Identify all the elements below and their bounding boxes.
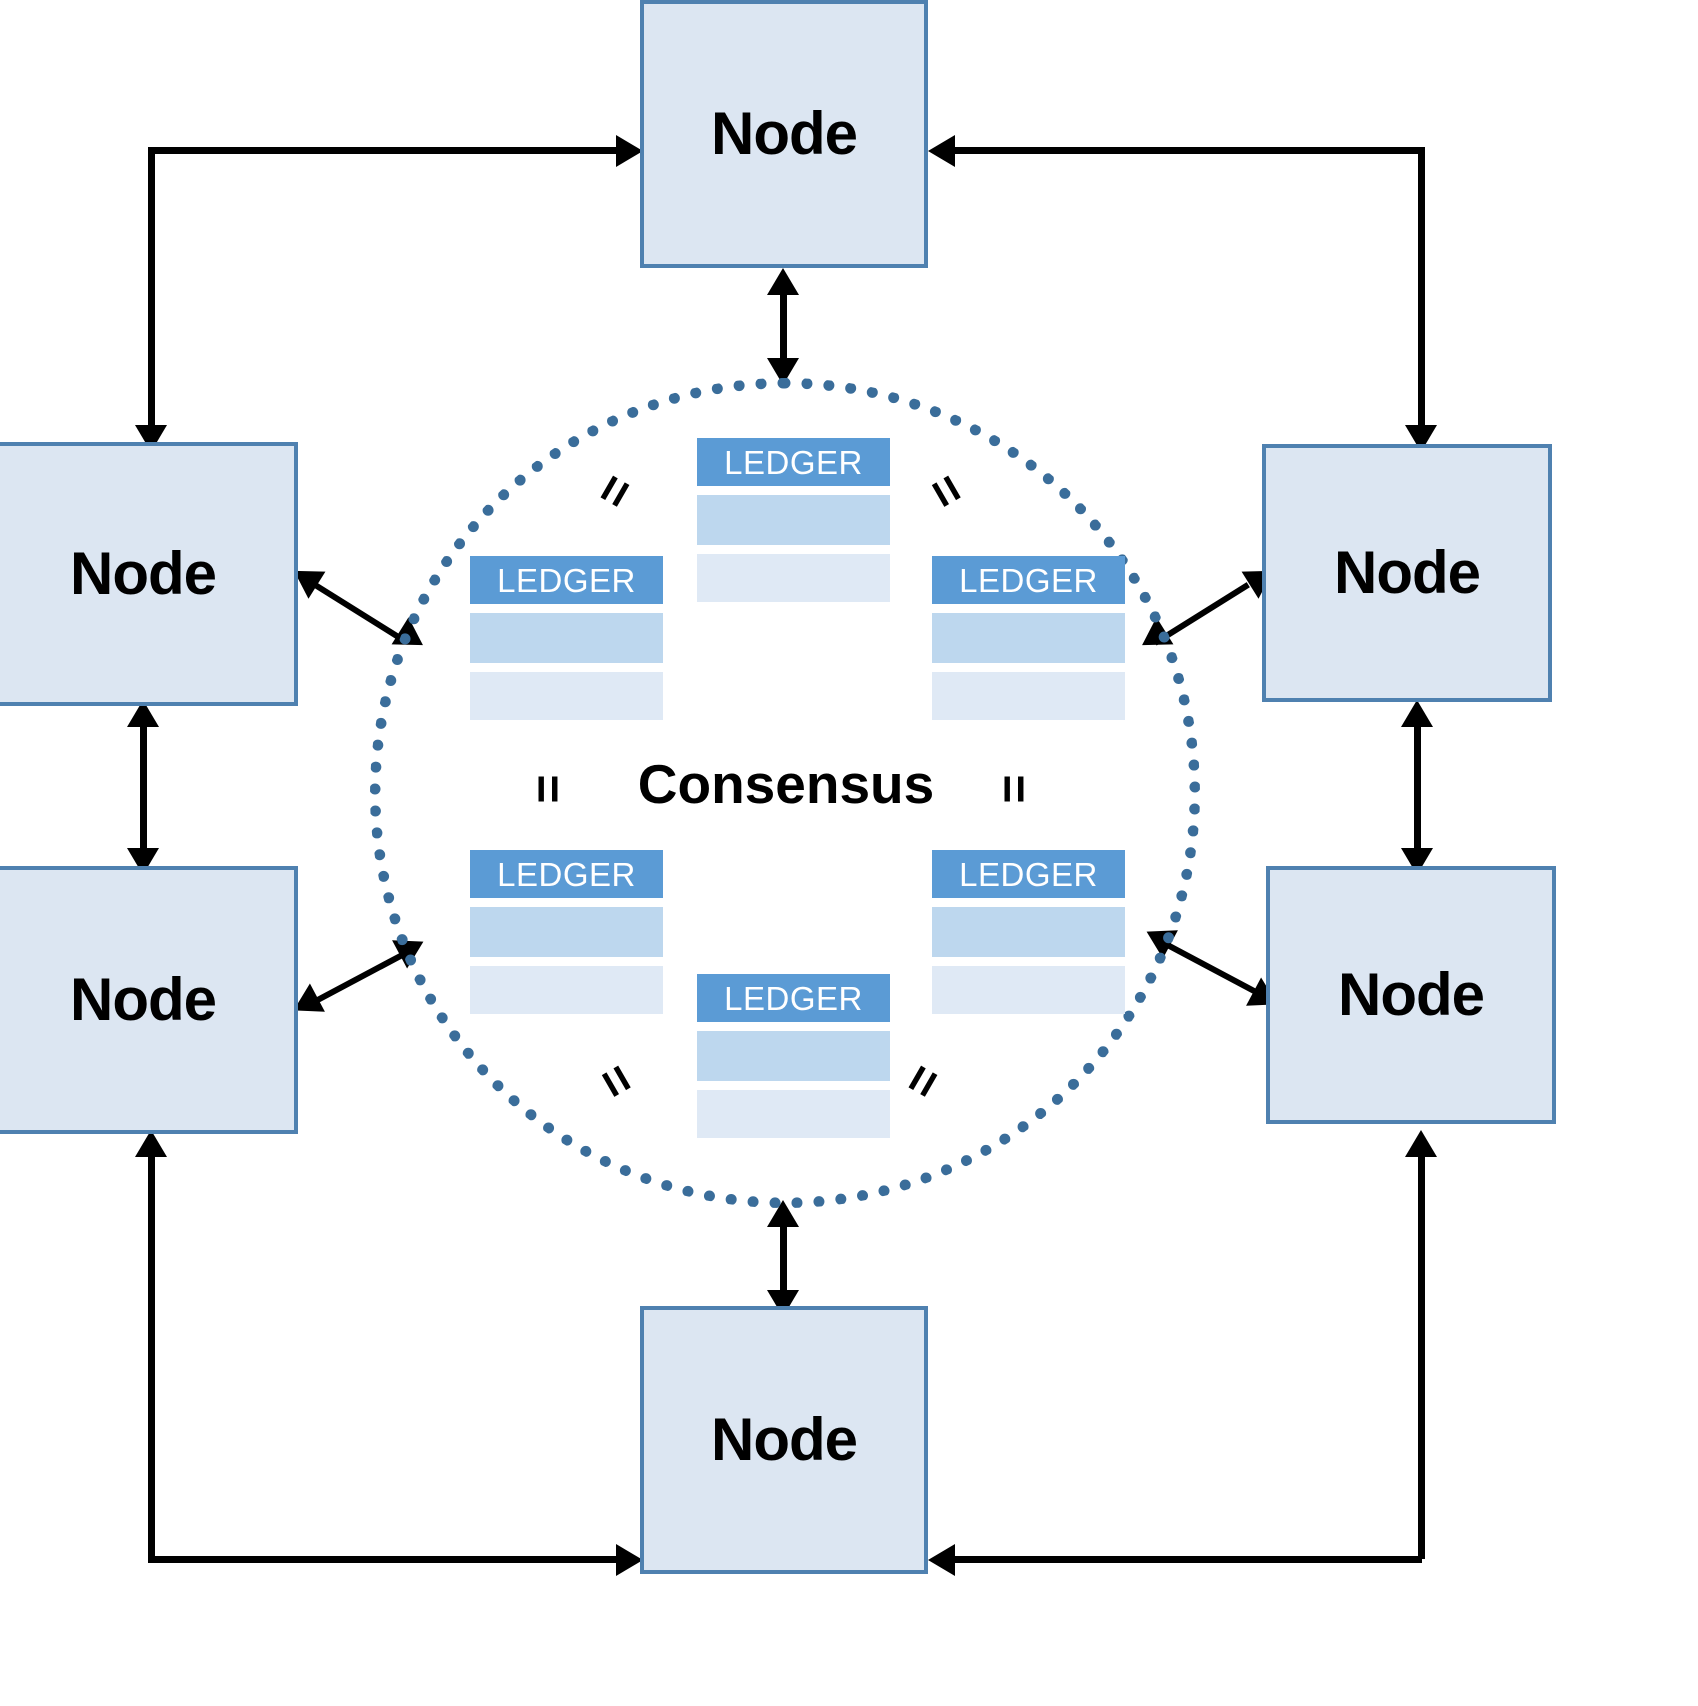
arrow-top-center-line [780,290,787,380]
ledger-row-dark [697,1031,890,1081]
arrowhead-into-right-lower-node [1405,1130,1437,1157]
ledger-right-lower: LEDGER [932,850,1125,1014]
node-label: Node [711,100,858,167]
node-top[interactable]: Node [640,0,928,268]
arrow-right-to-bottom-horizontal [950,1556,1422,1563]
ledger-row-light [470,966,663,1014]
ledger-left-upper: LEDGER [470,556,663,720]
node-label: Node [711,1406,858,1473]
arrowhead-right-up [1401,700,1433,727]
node-left-upper[interactable]: Node [0,442,298,706]
ledger-right-upper: LEDGER [932,556,1125,720]
ledger-row-light [697,554,890,602]
arrow-right-to-top-vertical [1418,147,1425,450]
arrowhead-into-bottom-node-left [616,1544,643,1576]
node-right-upper[interactable]: Node [1262,444,1552,702]
arrowhead-into-bottom-node-right [928,1544,955,1576]
ledger-row-dark [932,907,1125,957]
ledger-header-label: LEDGER [470,850,663,898]
ledger-header-label: LEDGER [932,850,1125,898]
arrowhead-into-top-node-left [616,135,643,167]
arrow-left-lower-diagonal [310,948,411,1006]
ledger-left-lower: LEDGER [470,850,663,1014]
arrow-left-to-bottom-horizontal [148,1556,628,1563]
consensus-label: Consensus [637,753,935,815]
arrow-left-upper-diagonal [310,580,407,644]
ledger-header-label: LEDGER [697,974,890,1022]
arrow-right-to-bottom-vertical [1418,1140,1425,1559]
node-right-lower[interactable]: Node [1266,866,1556,1124]
node-label: Node [70,540,217,607]
ledger-row-light [932,672,1125,720]
equals-mark-mid-left: = [520,774,577,804]
ledger-row-dark [697,495,890,545]
arrowhead-top-center-up [767,268,799,295]
arrowhead-into-top-node-right [928,135,955,167]
arrow-right-to-top-horizontal [950,147,1422,154]
ledger-row-dark [470,613,663,663]
ledger-row-light [932,966,1125,1014]
arrow-right-lower-diagonal [1158,938,1259,996]
ledger-row-dark [470,907,663,957]
ledger-bottom: LEDGER [697,974,890,1138]
ledger-header-label: LEDGER [697,438,890,486]
node-left-lower[interactable]: Node [0,866,298,1134]
node-label: Node [1334,539,1481,606]
ledger-row-light [470,672,663,720]
arrow-left-to-top-horizontal [148,147,628,154]
ledger-header-label: LEDGER [932,556,1125,604]
node-bottom[interactable]: Node [640,1306,928,1574]
consensus-boundary-circle [370,378,1200,1208]
node-label: Node [1338,961,1485,1028]
arrow-left-vertical [140,720,147,870]
ledger-header-label: LEDGER [470,556,663,604]
arrow-left-to-top-vertical [148,150,155,450]
ledger-row-dark [932,613,1125,663]
ledger-row-light [697,1090,890,1138]
arrow-right-vertical [1414,720,1421,870]
ledger-top: LEDGER [697,438,890,602]
arrow-left-to-bottom-vertical [148,1140,155,1562]
equals-mark-mid-right: = [986,774,1043,804]
node-label: Node [70,966,217,1033]
arrow-bottom-center-line [780,1222,787,1312]
arrowhead-into-left-lower-node [135,1130,167,1157]
